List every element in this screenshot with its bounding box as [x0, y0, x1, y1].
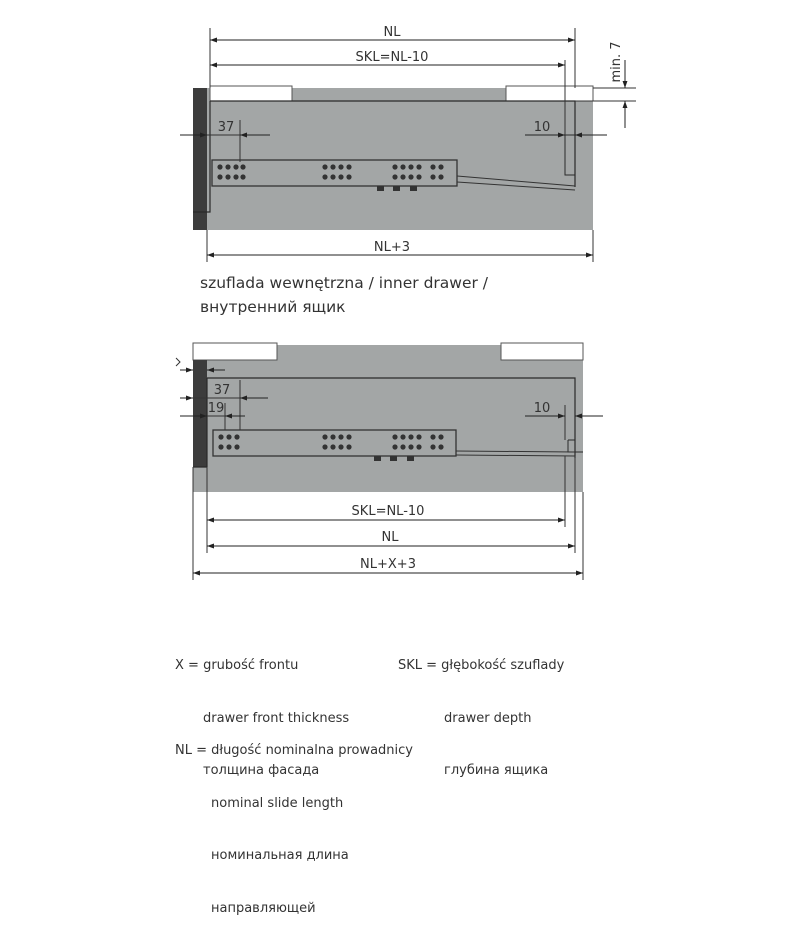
cabinet-body-2: [193, 345, 583, 492]
dim-10-label: 10: [534, 120, 551, 135]
dim-min7-label: min. 7: [609, 41, 624, 82]
dim-x-squiggle: [175, 357, 181, 367]
dim-nl3-label: NL+3: [374, 240, 410, 255]
technical-drawing: NL SKL=NL-10 min. 7 37 10 NL+3: [175, 25, 636, 580]
slide-holes-2: [218, 434, 444, 461]
cabinet-top-recess-left: [209, 85, 293, 102]
drawer-outline-2: [193, 377, 576, 468]
legend-skl: SKL = głębokość szuflady drawer depth гл…: [398, 622, 564, 797]
cabinet-top-recess-right: [505, 85, 594, 102]
legend-skl-line-3: глубина ящика: [444, 763, 549, 778]
slide-holes: [217, 164, 444, 191]
drawer-back-bracket: [564, 134, 575, 176]
legend-x-line-3: толщина фасада: [203, 763, 320, 778]
caption-line-2: внутренний ящик: [200, 298, 346, 316]
dim-nl-label: NL: [384, 25, 402, 40]
cabinet-body: [193, 88, 593, 230]
legend-nl-line-1: NL = długość nominalna prowadnicy: [175, 743, 413, 758]
dim-skl-label-2: SKL=NL-10: [352, 504, 425, 519]
dim-19-label: 19: [208, 401, 225, 416]
legend-skl-line-2: drawer depth: [444, 710, 532, 726]
slide-rail-extension-2: [455, 450, 576, 457]
drawer-front-2: [193, 360, 207, 467]
legend-nl-line-3: номинальная длина: [211, 848, 349, 863]
cabinet-top-recess-left-2: [192, 342, 278, 361]
diagram-front-drawer: 37 19 10 SKL=NL-10 NL NL+X+3: [175, 342, 603, 580]
dim-37-label: 37: [218, 120, 235, 135]
dim-10-label-2: 10: [534, 401, 551, 416]
legend-nl: NL = długość nominalna prowadnicy nomina…: [175, 707, 413, 935]
legend-x-line-2: drawer front thickness: [203, 710, 350, 726]
cabinet-top-recess-right-2: [500, 342, 584, 361]
legend-nl-line-4: направляющей: [211, 900, 316, 916]
slide-rail: [211, 159, 458, 187]
legend-x: X = grubość frontu drawer front thicknes…: [175, 622, 349, 797]
slide-rail-2: [212, 429, 457, 457]
dim-37-label-2: 37: [214, 383, 231, 398]
drawer-front: [193, 88, 207, 230]
dim-skl-label: SKL=NL-10: [356, 50, 429, 65]
diagram-inner-drawer: NL SKL=NL-10 min. 7 37 10 NL+3: [180, 25, 636, 262]
caption-line-1: szuflada wewnętrzna / inner drawer /: [200, 274, 489, 292]
dim-total-label: NL+X+3: [360, 557, 416, 572]
dim-nl-label-2: NL: [382, 530, 400, 545]
legend-nl-line-2: nominal slide length: [211, 795, 344, 811]
slide-rail-extension: [456, 175, 576, 191]
legend-skl-line-1: SKL = głębokość szuflady: [398, 658, 565, 673]
legend-x-line-1: X = grubość frontu: [175, 658, 299, 673]
